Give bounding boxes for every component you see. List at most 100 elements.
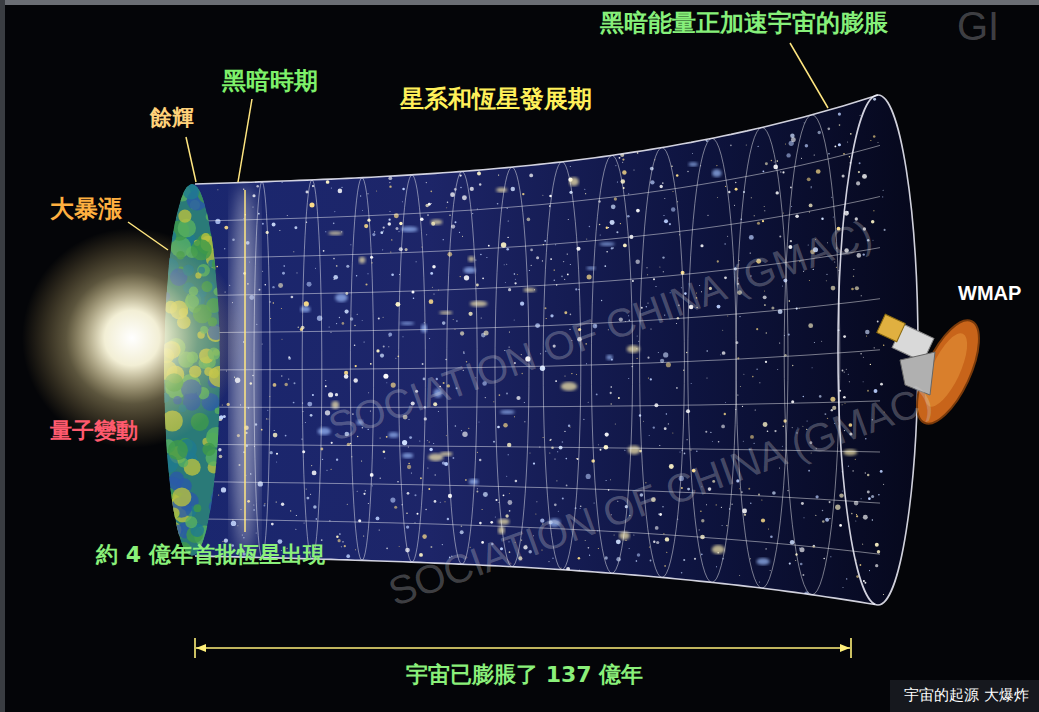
star	[564, 375, 565, 376]
star	[799, 547, 804, 552]
galaxy	[599, 242, 614, 246]
star	[304, 301, 309, 306]
afterglow-spot	[205, 186, 226, 207]
star	[710, 432, 711, 433]
star	[407, 465, 411, 469]
star	[549, 439, 551, 441]
star	[742, 406, 743, 407]
star	[325, 385, 327, 387]
star	[408, 463, 409, 464]
star	[262, 271, 263, 272]
star	[865, 472, 866, 473]
star	[877, 550, 880, 553]
star	[386, 436, 388, 438]
star	[288, 357, 291, 360]
star	[722, 330, 723, 331]
star	[420, 477, 422, 479]
star	[218, 448, 221, 451]
star	[707, 215, 708, 216]
watermark: GI	[957, 4, 999, 49]
star	[350, 244, 351, 245]
star	[508, 220, 509, 221]
star	[380, 354, 384, 358]
star	[336, 265, 338, 267]
star	[310, 414, 313, 417]
star	[724, 243, 725, 244]
star	[821, 341, 822, 342]
star	[795, 560, 796, 561]
star	[508, 288, 511, 291]
grid-line	[200, 145, 880, 221]
star	[476, 284, 479, 287]
star	[227, 403, 230, 406]
star	[333, 279, 334, 280]
star	[503, 423, 508, 428]
star	[883, 190, 884, 191]
star	[542, 195, 543, 196]
star	[764, 206, 765, 207]
afterglow-spot	[156, 510, 175, 529]
star	[600, 235, 601, 236]
star	[694, 558, 696, 560]
star	[744, 514, 746, 516]
star	[422, 534, 427, 539]
age-span-label: 宇宙已膨脹了 137 億年	[406, 662, 643, 687]
star	[659, 266, 660, 267]
star	[433, 443, 434, 444]
star	[648, 378, 649, 379]
star	[554, 280, 556, 282]
star	[363, 536, 364, 537]
star	[427, 214, 429, 216]
grid-line	[200, 401, 880, 407]
galaxy	[561, 382, 577, 391]
star	[873, 98, 876, 101]
star	[669, 223, 671, 225]
star	[267, 419, 268, 420]
star	[460, 530, 464, 534]
star	[792, 365, 794, 367]
star	[849, 156, 850, 157]
star	[481, 317, 482, 318]
galaxy	[400, 322, 414, 325]
star	[666, 552, 667, 553]
star	[554, 503, 557, 506]
star	[295, 529, 296, 530]
star	[493, 401, 494, 402]
star	[583, 419, 584, 420]
star	[357, 314, 358, 315]
star	[315, 268, 316, 269]
star	[780, 171, 782, 173]
star	[830, 556, 831, 557]
star	[498, 174, 499, 175]
star	[844, 372, 845, 373]
star	[839, 493, 843, 497]
star	[849, 381, 850, 382]
star	[306, 488, 307, 489]
star	[819, 395, 822, 398]
star	[360, 195, 361, 196]
star	[762, 220, 764, 222]
star	[279, 230, 280, 231]
star	[716, 504, 717, 505]
star	[399, 546, 400, 547]
star	[485, 397, 486, 398]
star	[801, 158, 802, 159]
star	[326, 180, 330, 184]
star	[807, 177, 811, 181]
star	[470, 187, 474, 191]
star	[493, 441, 495, 443]
star	[465, 479, 467, 481]
galaxy	[431, 220, 443, 225]
star	[218, 494, 219, 495]
star	[690, 449, 691, 450]
star	[273, 383, 277, 387]
star	[447, 201, 449, 203]
star	[853, 269, 854, 270]
star	[790, 540, 795, 545]
star	[610, 392, 612, 394]
star	[826, 274, 827, 275]
star	[838, 112, 841, 115]
star	[872, 519, 873, 520]
star	[662, 182, 664, 184]
star	[614, 197, 617, 200]
